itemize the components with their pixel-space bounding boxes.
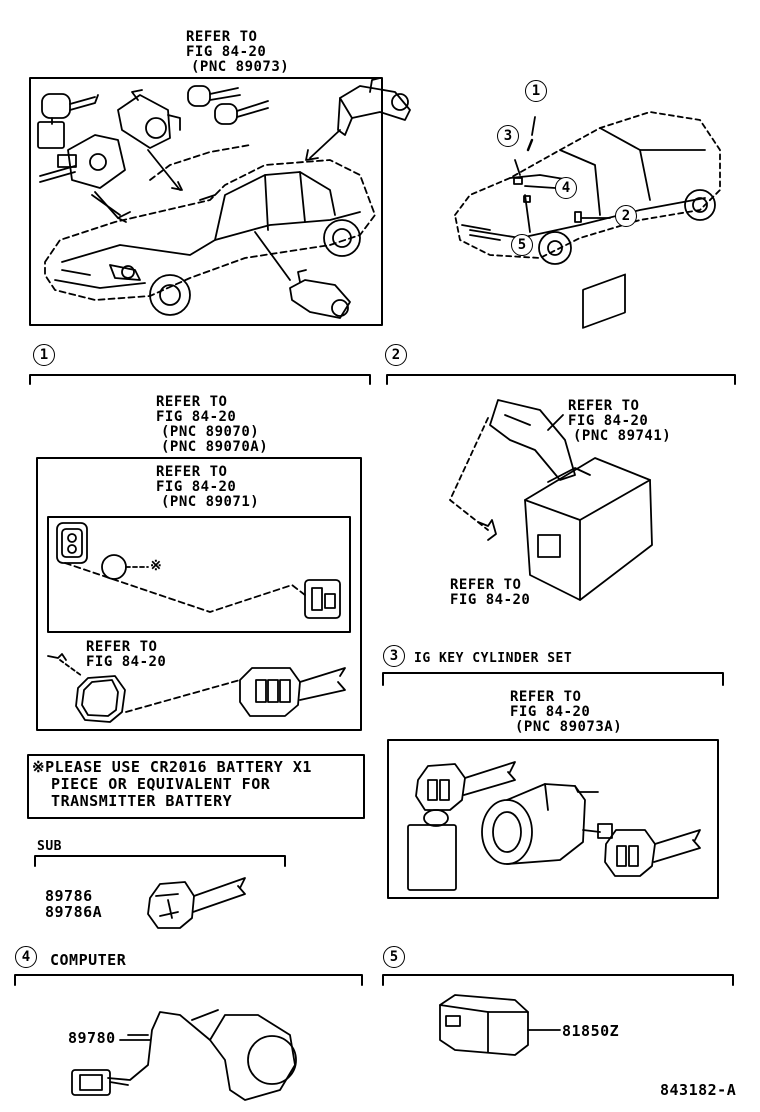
- battery-note-frame: [27, 754, 365, 819]
- section1-outer-frame: [36, 457, 362, 731]
- top-refer-line1: REFER TO: [186, 29, 258, 45]
- car-illustration-small: [454, 111, 721, 265]
- s2-refer-bottom-1: REFER TO: [450, 577, 522, 593]
- top-refer-line3: (PNC 89073): [191, 59, 290, 75]
- luggage-lock-assembly: [337, 77, 411, 136]
- s1-refer-screw-2: FIG 84-20: [86, 654, 167, 670]
- bracket-part-2: [489, 399, 576, 481]
- key-head-cover: [75, 675, 126, 723]
- part-81850Z-label[interactable]: 81850Z: [562, 1022, 620, 1040]
- section4-bracket: [14, 974, 363, 986]
- screw-2: [477, 519, 497, 541]
- ignition-switch-assembly: [39, 134, 131, 223]
- section3-number[interactable]: 3: [383, 645, 405, 667]
- callout-4-top[interactable]: 4: [555, 177, 577, 199]
- battery-note-line1: ※PLEASE USE CR2016 BATTERY X1: [32, 758, 312, 776]
- callout-1-top[interactable]: 1: [525, 80, 547, 102]
- part-89780-label[interactable]: 89780: [68, 1029, 116, 1047]
- s3-title: IG KEY CYLINDER SET: [414, 651, 573, 666]
- s1-refer-outer-2: FIG 84-20: [156, 409, 237, 425]
- door-lock-cylinder-bottom: [289, 269, 351, 319]
- s2-refer-top-1: REFER TO: [568, 398, 640, 414]
- s3-refer-2: FIG 84-20: [510, 704, 591, 720]
- battery-cr2016: [101, 554, 127, 580]
- section5-bracket: [382, 974, 734, 986]
- s2-refer-top-3: (PNC 89741): [573, 428, 672, 444]
- sub-part-89786A[interactable]: 89786A: [45, 903, 103, 921]
- control-module-2: [524, 273, 653, 601]
- computer-89780: [71, 1009, 297, 1101]
- key-top-center: [187, 85, 269, 125]
- car-illustration-large: [37, 77, 411, 319]
- s2-refer-bottom-2: FIG 84-20: [450, 592, 531, 608]
- s2-refer-top-2: FIG 84-20: [568, 413, 649, 429]
- section1-bracket: [29, 374, 371, 385]
- sub-key: [147, 877, 246, 929]
- s1-refer-outer-1: REFER TO: [156, 394, 228, 410]
- top-refer-line2: FIG 84-20: [186, 44, 267, 60]
- top-left-frame: [29, 77, 383, 326]
- callout-5-top[interactable]: 5: [511, 234, 533, 256]
- sub-label: SUB: [37, 839, 62, 854]
- s3-refer-1: REFER TO: [510, 689, 582, 705]
- door-lock-cylinder-topleft: [117, 89, 181, 149]
- section2-number[interactable]: 2: [385, 344, 407, 366]
- sub-bracket: [34, 855, 286, 867]
- section3-bracket: [382, 672, 724, 686]
- transmitter-case: [56, 522, 88, 564]
- section3-frame: [387, 739, 719, 899]
- s4-title: COMPUTER: [50, 951, 127, 969]
- section4-number[interactable]: 4: [15, 946, 37, 968]
- ig-key-with-tag: [407, 761, 516, 891]
- part-81850Z: [439, 994, 561, 1056]
- s3-refer-3: (PNC 89073A): [515, 719, 623, 735]
- key-fob-topleft: [37, 93, 99, 149]
- callout-3-top[interactable]: 3: [497, 125, 519, 147]
- section1-inner-frame: [47, 516, 351, 633]
- callout-2-top[interactable]: 2: [615, 205, 637, 227]
- battery-note-line3: TRANSMITTER BATTERY: [32, 792, 233, 810]
- s1-refer-outer-3: (PNC 89070): [161, 424, 260, 440]
- ig-key-spare: [604, 829, 701, 877]
- section2-bracket: [386, 374, 736, 385]
- battery-note-line2: PIECE OR EQUIVALENT FOR: [32, 775, 271, 793]
- s1-refer-inner-2: FIG 84-20: [156, 479, 237, 495]
- section5-number[interactable]: 5: [383, 946, 405, 968]
- s1-refer-screw-1: REFER TO: [86, 639, 158, 655]
- figure-id: 843182-A: [660, 1081, 737, 1099]
- s1-refer-outer-4: (PNC 89070A): [161, 439, 269, 455]
- section1-number[interactable]: 1: [33, 344, 55, 366]
- transmitter-board: [304, 579, 341, 619]
- s1-refer-inner-3: (PNC 89071): [161, 494, 260, 510]
- s1-refer-inner-1: REFER TO: [156, 464, 228, 480]
- sub-part-89786[interactable]: 89786: [45, 887, 93, 905]
- screw-small: [47, 653, 67, 661]
- s1-asterisk-mark: ※: [150, 558, 163, 574]
- ig-cylinder: [481, 783, 613, 865]
- master-key: [239, 667, 346, 717]
